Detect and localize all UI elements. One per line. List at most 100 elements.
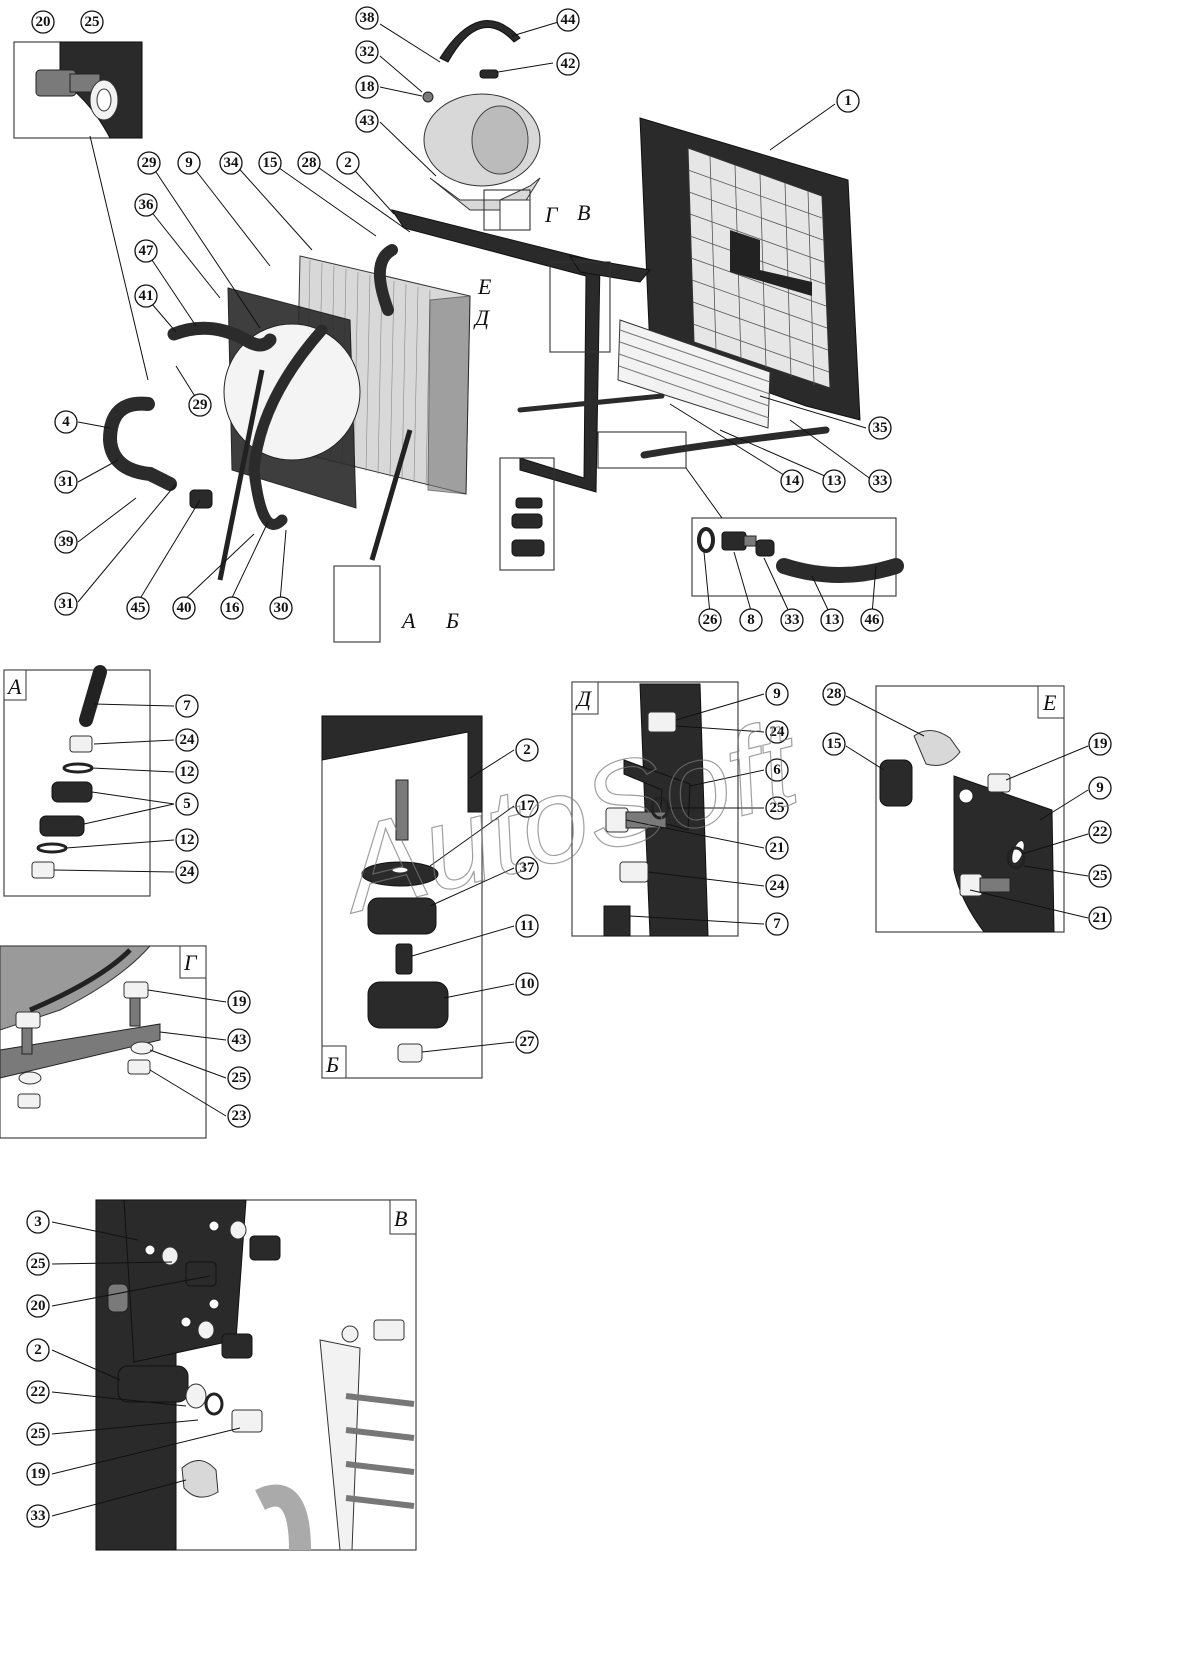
fitting-detail-frame xyxy=(691,517,897,597)
svg-text:37: 37 xyxy=(520,860,536,876)
callout-E-28: 28 xyxy=(822,682,846,706)
svg-text:25: 25 xyxy=(31,1426,46,1442)
view-V-label: В xyxy=(394,1206,407,1231)
callout-13a: 13 xyxy=(822,469,846,493)
callout-33a: 33 xyxy=(868,469,892,493)
leader-lines-main xyxy=(77,19,877,615)
svg-text:24: 24 xyxy=(770,878,786,894)
callout-34: 34 xyxy=(219,151,243,175)
svg-text:28: 28 xyxy=(302,155,317,171)
callout-A-7: 7 xyxy=(175,694,199,718)
callout-32: 32 xyxy=(355,40,379,64)
svg-text:25: 25 xyxy=(770,800,785,816)
callout-E-9: 9 xyxy=(1088,776,1112,800)
svg-text:41: 41 xyxy=(139,288,154,304)
svg-text:28: 28 xyxy=(827,686,842,702)
svg-text:40: 40 xyxy=(177,600,192,616)
callout-A-24b: 24 xyxy=(175,860,199,884)
svg-text:25: 25 xyxy=(31,1256,46,1272)
callout-39: 39 xyxy=(54,530,78,554)
callout-E-21: 21 xyxy=(1088,906,1112,930)
callout-D-6: 6 xyxy=(765,758,789,782)
callout-13b: 13 xyxy=(820,608,844,632)
svg-text:21: 21 xyxy=(1093,910,1108,926)
callout-D-25: 25 xyxy=(765,796,789,820)
svg-text:6: 6 xyxy=(773,762,781,778)
svg-text:9: 9 xyxy=(1096,780,1104,796)
callout-38: 38 xyxy=(355,6,379,30)
svg-text:25: 25 xyxy=(85,14,100,30)
callout-D-7: 7 xyxy=(765,912,789,936)
callout-30: 30 xyxy=(269,596,293,620)
view-V: В xyxy=(26,1199,417,1551)
svg-text:9: 9 xyxy=(185,155,193,171)
svg-text:33: 33 xyxy=(873,473,888,489)
svg-text:46: 46 xyxy=(865,612,881,628)
callout-E-25: 25 xyxy=(1088,864,1112,888)
svg-text:3: 3 xyxy=(34,1214,42,1230)
svg-text:25: 25 xyxy=(232,1070,247,1086)
ref-G-frame xyxy=(483,189,531,231)
svg-text:47: 47 xyxy=(139,243,155,259)
callout-43: 43 xyxy=(355,109,379,133)
svg-text:35: 35 xyxy=(873,420,888,436)
main-exploded-view: Г В Е Д А Б 20 25 38 44 32 42 18 1 43 29… xyxy=(13,6,904,643)
svg-text:4: 4 xyxy=(62,414,70,430)
callout-36: 36 xyxy=(134,193,158,217)
callout-B-2: 2 xyxy=(515,738,539,762)
callout-44: 44 xyxy=(556,8,580,32)
svg-text:24: 24 xyxy=(770,724,786,740)
view-B-label: Б xyxy=(325,1052,339,1077)
view-G: Г 19 43 25 23 xyxy=(0,945,251,1139)
svg-text:2: 2 xyxy=(523,742,531,758)
callout-45: 45 xyxy=(126,596,150,620)
svg-text:7: 7 xyxy=(773,916,781,932)
fan-shroud xyxy=(223,287,361,509)
callout-28: 28 xyxy=(297,151,321,175)
svg-text:12: 12 xyxy=(180,764,195,780)
svg-text:31: 31 xyxy=(59,596,74,612)
svg-text:29: 29 xyxy=(193,397,208,413)
ref-kit-frame xyxy=(597,431,687,469)
view-E-label: Е xyxy=(1042,690,1057,715)
svg-text:24: 24 xyxy=(180,732,196,748)
svg-text:44: 44 xyxy=(561,12,577,28)
svg-text:11: 11 xyxy=(520,918,534,934)
svg-text:7: 7 xyxy=(183,698,191,714)
callout-B-17: 17 xyxy=(515,794,539,818)
view-D-label: Д xyxy=(575,686,592,711)
callout-4: 4 xyxy=(54,410,78,434)
svg-text:13: 13 xyxy=(827,473,842,489)
svg-text:18: 18 xyxy=(360,79,375,95)
svg-text:33: 33 xyxy=(785,612,800,628)
svg-text:29: 29 xyxy=(142,155,157,171)
svg-text:38: 38 xyxy=(360,10,375,26)
callout-20: 20 xyxy=(31,10,55,34)
hoses xyxy=(102,244,830,530)
callout-A-5: 5 xyxy=(175,792,199,816)
callout-16: 16 xyxy=(220,596,244,620)
svg-text:19: 19 xyxy=(1093,736,1108,752)
svg-text:22: 22 xyxy=(31,1384,46,1400)
callout-G-25: 25 xyxy=(227,1066,251,1090)
callout-42: 42 xyxy=(556,52,580,76)
callout-9: 9 xyxy=(177,151,201,175)
callout-V-2: 2 xyxy=(26,1338,50,1362)
svg-text:9: 9 xyxy=(773,686,781,702)
svg-text:26: 26 xyxy=(703,612,719,628)
svg-text:45: 45 xyxy=(131,600,146,616)
svg-text:13: 13 xyxy=(825,612,840,628)
callout-V-25b: 25 xyxy=(26,1422,50,1446)
ref-A-frame xyxy=(333,565,381,643)
callout-D-21: 21 xyxy=(765,836,789,860)
svg-text:34: 34 xyxy=(224,155,240,171)
callout-26: 26 xyxy=(698,608,722,632)
view-A-label: А xyxy=(6,674,22,699)
callout-33b: 33 xyxy=(780,608,804,632)
svg-text:1: 1 xyxy=(844,93,852,109)
svg-text:30: 30 xyxy=(274,600,289,616)
inset-bolt xyxy=(35,41,143,139)
view-E: Е 28 15 19 9 22 25 21 xyxy=(822,682,1112,933)
svg-text:24: 24 xyxy=(180,864,196,880)
callouts-main: 20 25 38 44 32 42 18 1 43 29 9 34 15 28 … xyxy=(31,6,892,632)
